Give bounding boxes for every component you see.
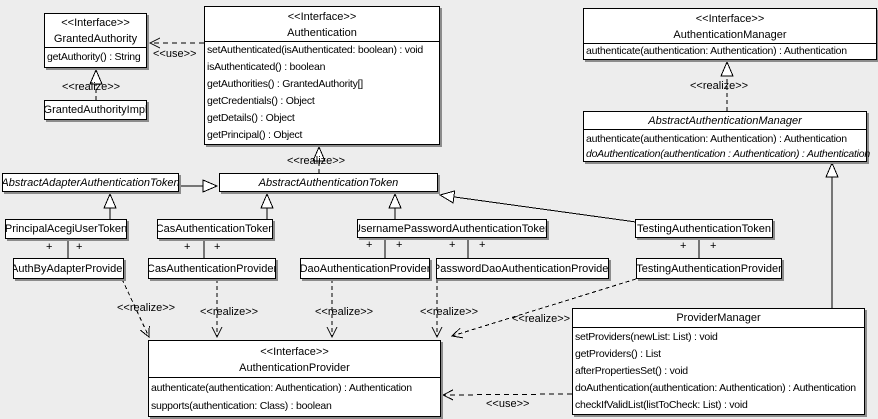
use-line bbox=[441, 389, 573, 401]
realize-label: <<realize>> bbox=[287, 155, 346, 167]
class-box-authentication-provider: <<Interface>> AuthenticationProvider aut… bbox=[148, 340, 441, 417]
class-name: PrincipalAcegiUserToken bbox=[5, 223, 127, 235]
class-header: <<Interface>> GrantedAuthority bbox=[45, 14, 146, 48]
multiplicity-label: + bbox=[46, 241, 53, 253]
realize-label: <<realize>> bbox=[62, 81, 121, 93]
class-name: PasswordDaoAuthenticationProvider bbox=[436, 262, 609, 275]
class-name: ProviderManager bbox=[676, 312, 761, 324]
class-name: GrantedAuthority bbox=[53, 33, 138, 45]
class-name: AuthenticationProvider bbox=[239, 362, 350, 374]
class-stereotype: <<Interface>> bbox=[260, 346, 329, 358]
class-box-testing-authentication-token: TestingAuthenticationToken bbox=[635, 219, 773, 238]
realize-label: <<realize>> bbox=[200, 306, 259, 318]
class-header: ProviderManager bbox=[573, 309, 864, 328]
class-name: UsernamePasswordAuthenticationToken bbox=[357, 222, 547, 235]
method: getPrincipal() : Object bbox=[207, 129, 303, 141]
class-box-principal-acegi-user-token: PrincipalAcegiUserToken bbox=[5, 219, 127, 239]
realize-label: <<realize>> bbox=[117, 302, 176, 314]
method: getAuthorities() : GrantedAuthority[] bbox=[207, 78, 363, 90]
class-box-granted-authority: <<Interface>> GrantedAuthority getAuthor… bbox=[44, 13, 147, 68]
method: getProviders() : List bbox=[575, 348, 661, 360]
use-label: <<use>> bbox=[486, 398, 530, 410]
class-box-abstract-authentication-token: AbstractAuthenticationToken bbox=[219, 173, 438, 192]
class-stereotype: <<Interface>> bbox=[287, 11, 357, 23]
method: checkIfValidList(listToCheck: List) : vo… bbox=[575, 399, 748, 411]
realize-label: <<realize>> bbox=[512, 313, 571, 325]
multiplicity-label: + bbox=[214, 241, 221, 253]
class-stereotype: <<Interface>> bbox=[695, 13, 765, 25]
method: authenticate(authentication: Authenticat… bbox=[586, 133, 847, 145]
method: getDetails() : Object bbox=[207, 112, 295, 124]
realize-label: <<realize>> bbox=[420, 306, 479, 318]
multiplicity-label: + bbox=[479, 239, 486, 251]
class-box-granted-authority-impl: GrantedAuthorityImpl bbox=[44, 100, 147, 120]
class-box-testing-authentication-provider: TestingAuthenticationProvider bbox=[636, 258, 782, 279]
method: isAuthenticated() : boolean bbox=[207, 61, 326, 73]
method: doAuthentication(authentication: Authent… bbox=[575, 382, 856, 394]
class-name: AbstractAuthenticationToken bbox=[258, 176, 399, 189]
multiplicity-label: + bbox=[76, 241, 83, 253]
use-label: <<use>> bbox=[153, 48, 197, 60]
multiplicity-label: + bbox=[710, 240, 717, 252]
class-box-abstract-adapter-authentication-token: AbstractAdapterAuthenticationToken bbox=[2, 173, 179, 192]
class-name: TestingAuthenticationToken bbox=[637, 222, 771, 235]
class-header: <<Interface>> Authentication bbox=[205, 7, 439, 42]
method: authenticate(authentication: Authenticat… bbox=[586, 45, 847, 57]
class-box-password-dao-authentication-provider: PasswordDaoAuthenticationProvider bbox=[436, 258, 609, 279]
method: setProviders(newList: List) : void bbox=[575, 331, 718, 343]
class-box-cas-authentication-token: CasAuthenticationToken bbox=[157, 219, 273, 239]
method: afterPropertiesSet() : void bbox=[575, 365, 688, 377]
class-name: Authentication bbox=[287, 27, 357, 39]
class-name: TestingAuthenticationProvider bbox=[636, 262, 782, 275]
class-name: CasAuthenticationProvider bbox=[148, 262, 276, 275]
class-name: GrantedAuthorityImpl bbox=[44, 104, 147, 116]
multiplicity-label: + bbox=[184, 241, 191, 253]
generalization-line bbox=[438, 190, 637, 223]
class-box-authentication-manager: <<Interface>> AuthenticationManager auth… bbox=[583, 8, 877, 60]
method: getCredentials() : Object bbox=[207, 95, 315, 107]
class-header: AbstractAuthenticationManager bbox=[584, 112, 866, 130]
class-box-authentication: <<Interface>> Authentication setAuthenti… bbox=[204, 6, 440, 145]
class-box-dao-authentication-provider: DaoAuthenticationProvider bbox=[300, 258, 430, 279]
class-name: AuthByAdapterProvider bbox=[13, 262, 124, 275]
class-stereotype: <<Interface>> bbox=[61, 17, 130, 29]
class-box-auth-by-adapter-provider: AuthByAdapterProvider bbox=[13, 258, 124, 279]
class-name: DaoAuthenticationProvider bbox=[300, 262, 430, 275]
class-box-cas-authentication-provider: CasAuthenticationProvider bbox=[148, 258, 276, 279]
class-name: CasAuthenticationToken bbox=[157, 223, 273, 235]
class-name: AbstractAdapterAuthenticationToken bbox=[2, 176, 179, 189]
class-box-username-password-authentication-token: UsernamePasswordAuthenticationToken bbox=[357, 219, 547, 238]
method: supports(authentication: Class) : boolea… bbox=[151, 400, 332, 412]
method: getAuthority() : String bbox=[47, 51, 141, 63]
class-header: <<Interface>> AuthenticationProvider bbox=[149, 341, 440, 378]
realize-line bbox=[121, 278, 150, 339]
class-box-abstract-authentication-manager: AbstractAuthenticationManager authentica… bbox=[583, 111, 870, 162]
multiplicity-label: + bbox=[366, 239, 373, 251]
method: doAuthentication(authentication : Authen… bbox=[586, 148, 870, 160]
class-name: AbstractAuthenticationManager bbox=[648, 115, 802, 127]
class-name: AuthenticationManager bbox=[673, 29, 787, 41]
class-box-provider-manager: ProviderManager setProviders(newList: Li… bbox=[572, 308, 865, 415]
class-header: <<Interface>> AuthenticationManager bbox=[584, 9, 876, 44]
method: authenticate(authentication: Authenticat… bbox=[151, 382, 412, 394]
multiplicity-label: + bbox=[680, 240, 687, 252]
realize-label: <<realize>> bbox=[315, 306, 374, 318]
realize-label: <<realize>> bbox=[690, 80, 749, 92]
multiplicity-label: + bbox=[449, 239, 456, 251]
method: setAuthenticated(isAuthenticated: boolea… bbox=[207, 44, 423, 56]
multiplicity-label: + bbox=[396, 239, 403, 251]
